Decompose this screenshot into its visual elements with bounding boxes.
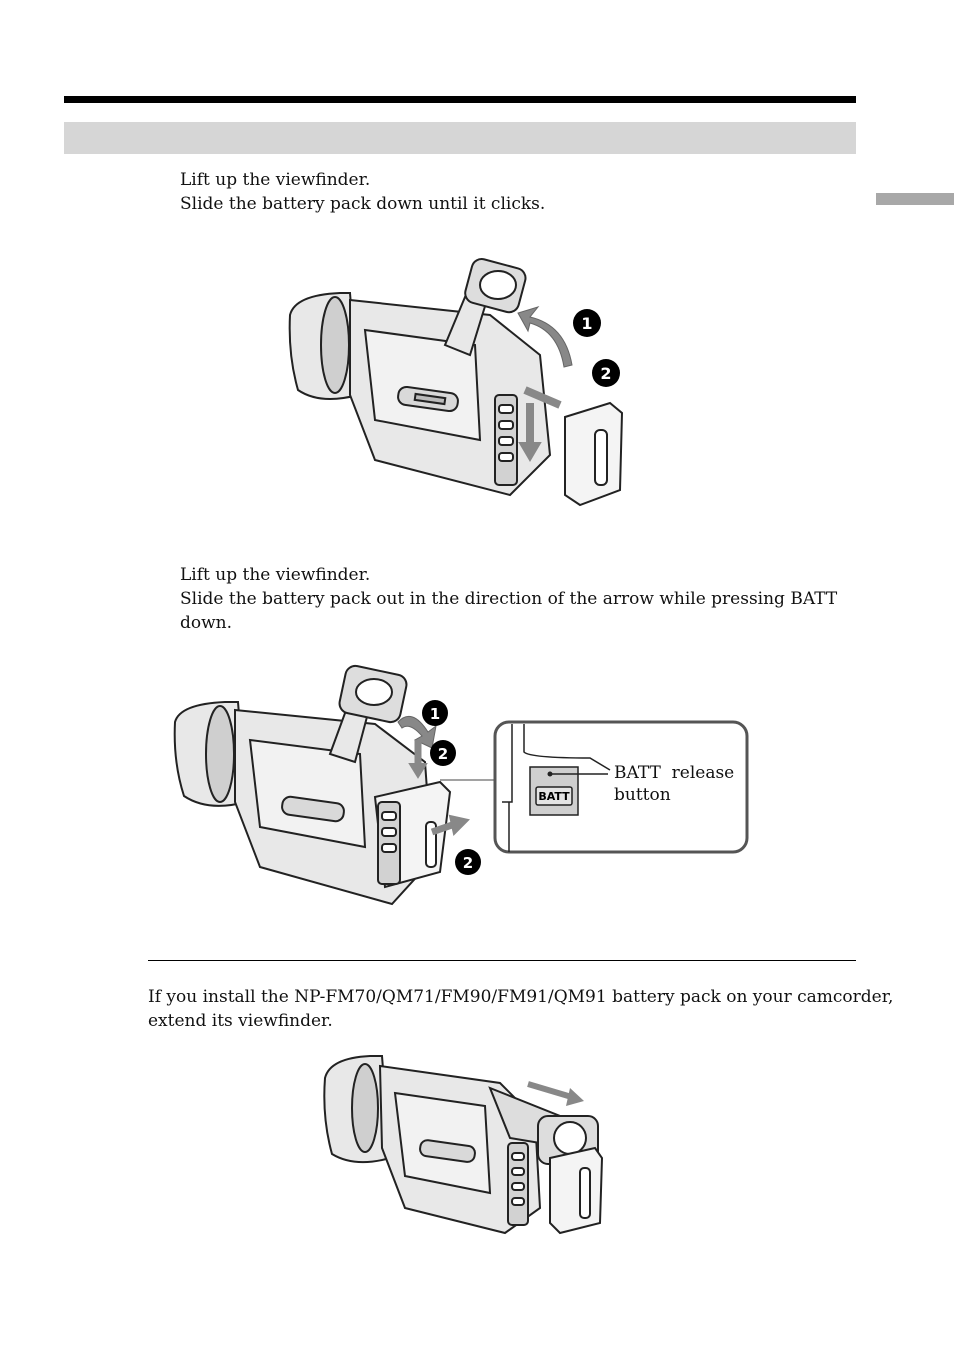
chapter-side-tab — [876, 193, 954, 205]
remove-steps: Lift up the viewfinder. Slide the batter… — [180, 563, 837, 635]
install-step-2: Slide the battery pack down until it cli… — [180, 194, 546, 214]
batt-release-label-line2: button — [614, 785, 671, 805]
note-line-1: If you install the NP-FM70/QM71/FM90/FM9… — [148, 987, 894, 1007]
marker-1-text: 1 — [581, 314, 592, 333]
note-line-2: extend its viewfinder. — [148, 1011, 333, 1031]
remove-marker-1: 1 — [422, 700, 448, 726]
remove-step-2: Slide the battery pack out in the direct… — [180, 589, 838, 609]
section-heading-bar — [64, 122, 856, 154]
remove-marker-2b-text: 2 — [463, 854, 473, 872]
remove-marker-2a: 2 — [430, 740, 456, 766]
install-steps: Lift up the viewfinder. Slide the batter… — [180, 168, 545, 216]
remove-step-2-continued: down. — [180, 613, 233, 633]
remove-marker-2b: 2 — [455, 849, 481, 875]
marker-2-text: 2 — [600, 364, 611, 383]
remove-marker-1-text: 1 — [430, 705, 440, 723]
note-text: If you install the NP-FM70/QM71/FM90/FM9… — [148, 985, 893, 1033]
batt-release-label-line1: BATT release — [614, 763, 735, 783]
remove-battery-illustration: BATT 1 2 2 — [170, 662, 760, 912]
section-divider — [148, 960, 856, 961]
marker-2-circle: 2 — [592, 359, 620, 387]
batt-button-label: BATT — [538, 790, 570, 803]
install-battery-illustration: 1 2 — [280, 255, 640, 510]
install-step-1: Lift up the viewfinder. — [180, 170, 371, 190]
marker-1-circle: 1 — [573, 309, 601, 337]
remove-marker-2a-text: 2 — [438, 745, 448, 763]
extended-viewfinder-illustration — [320, 1048, 610, 1238]
batt-release-label: BATT release button — [614, 762, 734, 806]
remove-step-1: Lift up the viewfinder. — [180, 565, 371, 585]
batt-release-callout: BATT — [493, 720, 749, 854]
top-rule — [64, 96, 856, 103]
